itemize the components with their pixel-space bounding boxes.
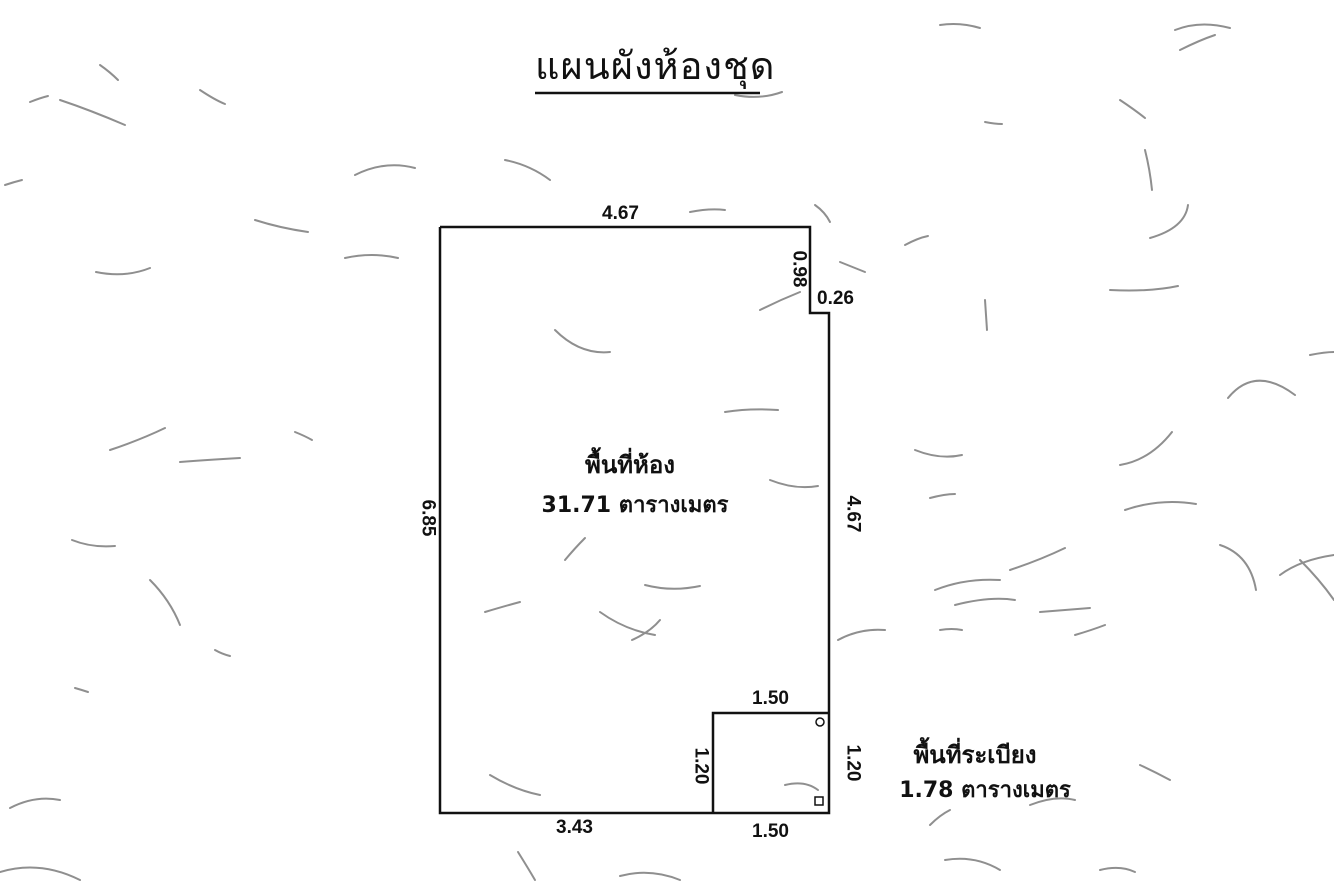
balcony-marker-circle <box>815 717 825 727</box>
scan-noise <box>0 23 1334 881</box>
room-outline <box>438 225 831 815</box>
room-area-label: พื้นที่ห้อง <box>585 451 675 479</box>
dim-balcony-left: 1.20 <box>690 747 712 785</box>
dim-notch-vertical: 0.98 <box>788 250 810 288</box>
dim-notch-horizontal: 0.26 <box>817 288 854 309</box>
room-area-value: 31.71 ตารางเมตร <box>541 493 729 518</box>
dim-right: 4.67 <box>842 495 864 533</box>
dim-bottom-balcony: 1.50 <box>752 821 789 842</box>
balcony-marker-square <box>814 796 824 806</box>
dim-bottom-room: 3.43 <box>556 817 593 838</box>
balcony-area-value: 1.78 ตารางเมตร <box>899 778 1071 803</box>
dim-left: 6.85 <box>417 499 439 537</box>
balcony-area-label: พื้นที่ระเบียง <box>913 741 1037 769</box>
dim-balcony-right: 1.20 <box>842 744 864 782</box>
dim-balcony-top: 1.50 <box>752 688 789 709</box>
dim-top: 4.67 <box>602 203 639 224</box>
plan-title: แผนผังห้องชุด <box>535 44 776 88</box>
balcony-outline <box>711 711 829 813</box>
